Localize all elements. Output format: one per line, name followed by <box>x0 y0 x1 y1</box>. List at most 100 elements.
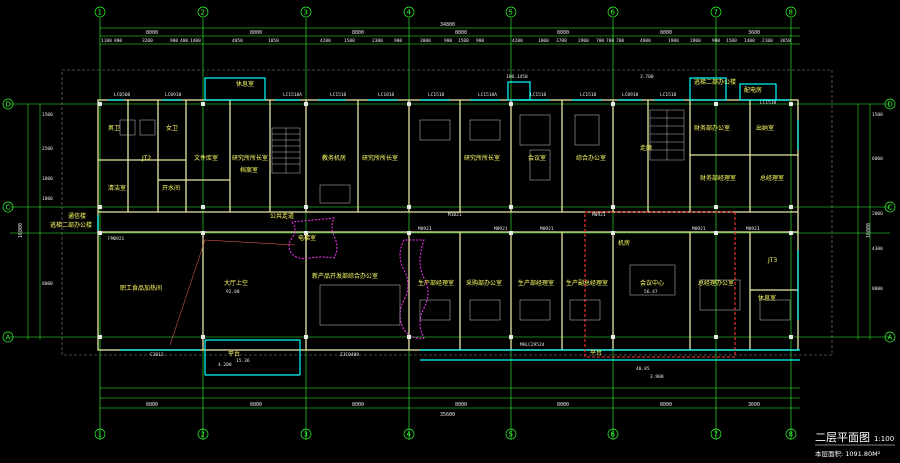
atrium-area: 92.00 <box>226 289 240 295</box>
tag-w2: LC0918 <box>165 92 182 98</box>
top-sub-6: 4050 <box>232 38 243 44</box>
right-seg-1: 6000 <box>872 156 883 162</box>
col-8-label: 8 <box>789 9 793 17</box>
top-dimension-lines <box>27 27 871 409</box>
left-seg-1: 2500 <box>42 146 53 152</box>
top-sub-30: 3650 <box>780 38 791 44</box>
right-seg-2: 2000 <box>872 211 883 217</box>
top-sub-1: 800 <box>114 38 122 44</box>
tag-w16: FM0921 <box>108 236 125 242</box>
col-6-label-bottom: 6 <box>611 431 616 439</box>
room-finance-office: 财务部办公室 <box>694 124 730 132</box>
conference-area: 56.47 <box>644 289 658 295</box>
col-7-label: 7 <box>714 9 718 17</box>
col-4-label-bottom: 4 <box>407 431 412 439</box>
top-sub-2: 3200 <box>142 38 153 44</box>
room-production-mgr: 生产部经理室 <box>418 279 454 287</box>
tag-w21: M0921 <box>692 226 706 232</box>
tag-w17: M0921 <box>418 226 432 232</box>
top-sub-0: 1100 <box>101 38 112 44</box>
label-terrace-area: 40.85 <box>636 366 650 372</box>
column-bubbles-top <box>94 6 797 18</box>
room-water: 开水间 <box>162 184 180 192</box>
room-server: 教务机房 <box>322 154 346 162</box>
top-sub-dims: 1100 800 3200 900 400 1400 4050 1050 420… <box>101 38 791 44</box>
bottom-total-dim: 35600 <box>440 412 455 418</box>
top-bay-6: 8000 <box>660 30 672 36</box>
left-seg-3: 1800 <box>42 196 53 202</box>
top-sub-5: 1400 <box>190 38 201 44</box>
room-general-office: 综合办公室 <box>576 154 606 162</box>
top-sub-10: 2300 <box>372 38 383 44</box>
row-bubbles <box>2 98 896 343</box>
tag-w11: LC1518 <box>660 92 677 98</box>
tag-w6: LC1518 <box>428 92 445 98</box>
tag-w1: LC0508 <box>114 92 131 98</box>
top-sub-19: 2900 <box>578 38 589 44</box>
top-sub-14: 1500 <box>458 38 469 44</box>
col-8-label-bottom: 8 <box>789 431 793 439</box>
right-seg-4: 8000 <box>872 286 883 292</box>
floor-area: 本层面积: 1091.80M² <box>815 449 881 458</box>
room-lounge-north: 休息室 <box>236 80 254 88</box>
top-sub-12: 3000 <box>420 38 431 44</box>
col-5-label: 5 <box>509 9 513 17</box>
col-7-label-bottom: 7 <box>714 431 718 439</box>
tag-w23: M1021 <box>448 212 462 218</box>
top-sub-21: 700 <box>606 38 614 44</box>
label-elevation-2: 3.900 <box>650 374 664 380</box>
atrium-void <box>169 239 296 346</box>
tag-w4: LC1518 <box>330 92 347 98</box>
top-bay-4: 8000 <box>455 30 467 36</box>
tag-w20: M0921 <box>592 212 606 218</box>
top-sub-3: 900 <box>170 38 178 44</box>
room-staff-heating: 职工食品加热间 <box>120 284 162 292</box>
row-d-label-left: D <box>6 101 11 109</box>
room-file-store: 文件库室 <box>194 154 218 162</box>
col-2-label: 2 <box>201 9 205 17</box>
top-bay-1: 8000 <box>146 30 158 36</box>
windows-cyan <box>97 77 800 376</box>
drawing-scale: 1:100 <box>874 435 894 443</box>
row-d-label-right: D <box>888 101 893 109</box>
room-archive: 档案室 <box>240 166 258 174</box>
left-seg-4: 8000 <box>42 281 53 287</box>
room-new-product: 新产品开发部综合办公室 <box>312 272 378 280</box>
top-total-dim: 34800 <box>440 22 455 28</box>
tag-w18: M0921 <box>494 226 508 232</box>
tag-w5: LC1818 <box>378 92 395 98</box>
axis-grid <box>10 18 890 440</box>
top-sub-8: 4200 <box>320 38 331 44</box>
left-seg-0: 1500 <box>42 112 53 118</box>
top-sub-23: 4000 <box>640 38 651 44</box>
top-sub-9: 1500 <box>344 38 355 44</box>
room-production-vp: 生产副总经理室 <box>566 279 608 287</box>
tag-w8: LC1518 <box>530 92 547 98</box>
left-total-dim: 16800 <box>18 223 24 238</box>
top-sub-15: 900 <box>476 38 484 44</box>
tag-w13: MHLC29524 <box>520 342 545 348</box>
bottom-bay-6: 8000 <box>660 402 672 408</box>
column-bubbles-bottom <box>94 428 797 440</box>
top-sub-13: 900 <box>444 38 452 44</box>
right-total-dim: 16800 <box>866 223 872 238</box>
room-director-3: 研究所所长室 <box>464 154 500 162</box>
row-a-label-right: A <box>888 334 893 342</box>
stair-core-east <box>649 109 685 161</box>
tag-w22: M0921 <box>746 226 760 232</box>
col-1-label: 1 <box>98 9 102 17</box>
top-sub-22: 700 <box>616 38 624 44</box>
room-machine: 机房 <box>618 239 630 247</box>
top-sub-11: 900 <box>394 38 402 44</box>
label-elevation-1: 4.200 <box>218 362 232 368</box>
room-comm: 通信楼 <box>68 212 86 220</box>
top-bay-3: 8000 <box>352 30 364 36</box>
room-cashier: 出纳室 <box>756 124 774 132</box>
drawing-title: 二层平面图 <box>815 431 870 444</box>
tag-w15: C2012 <box>150 352 164 358</box>
room-atrium: 大厅上空 <box>224 279 248 287</box>
room-finance-manager: 财务部经理室 <box>700 174 736 182</box>
top-sub-4: 400 <box>180 38 188 44</box>
room-terrace-south: 平台 <box>590 349 602 357</box>
